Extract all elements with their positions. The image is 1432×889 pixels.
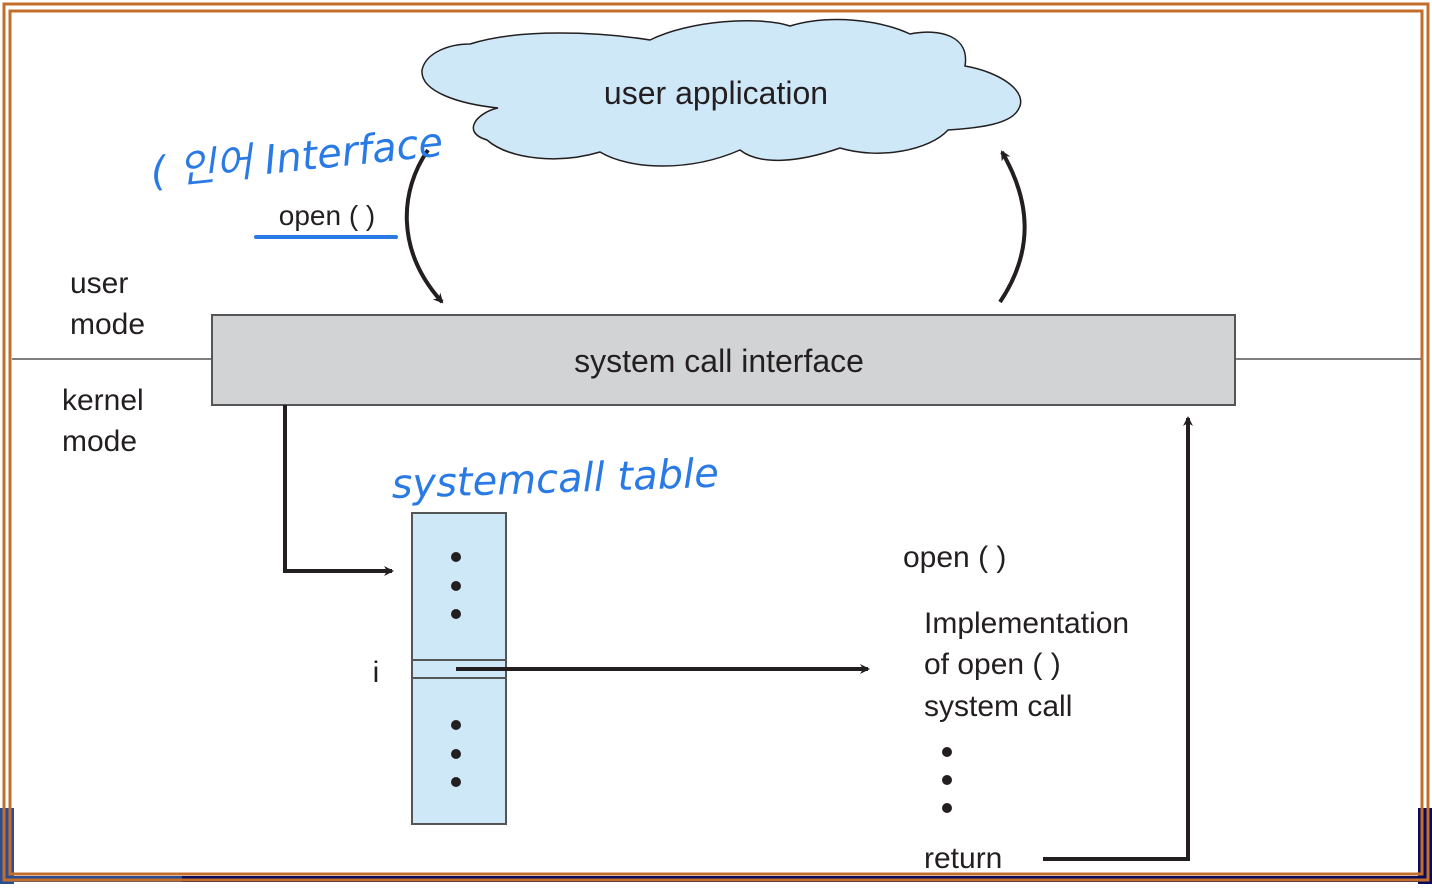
annotation-interface-note: ( 인어 Interface: [148, 119, 445, 195]
annotation-table-note: systemcall table: [391, 451, 720, 508]
impl-line-1: Implementation: [924, 607, 1129, 640]
impl-title: open ( ): [903, 541, 1006, 574]
impl-ellipsis: [942, 747, 952, 813]
user-mode-label-2: mode: [70, 308, 145, 341]
impl-line-2: of open ( ): [924, 648, 1061, 681]
return-to-app-arrow: [998, 150, 1027, 304]
kernel-mode-label-2: mode: [62, 425, 137, 458]
call-label: open ( ): [279, 200, 376, 231]
return-label: return: [924, 842, 1002, 875]
user-mode-label-1: user: [70, 267, 128, 300]
impl-line-3: system call: [924, 690, 1072, 723]
dispatch-arrow: [283, 405, 394, 576]
cloud-label: user application: [604, 75, 828, 111]
call-arrow: [404, 148, 444, 304]
return-arrow: [1043, 416, 1193, 861]
system-call-interface-box: [211, 314, 1236, 406]
system-call-interface-label: system call interface: [574, 343, 864, 379]
table-ellipsis-top: [451, 552, 461, 619]
inner-frame: [8, 9, 1424, 876]
table-index-label: i: [373, 656, 380, 689]
table-ellipsis-bottom: [451, 720, 461, 787]
kernel-mode-label-1: kernel: [62, 384, 144, 417]
user-application-cloud: [421, 18, 1022, 167]
